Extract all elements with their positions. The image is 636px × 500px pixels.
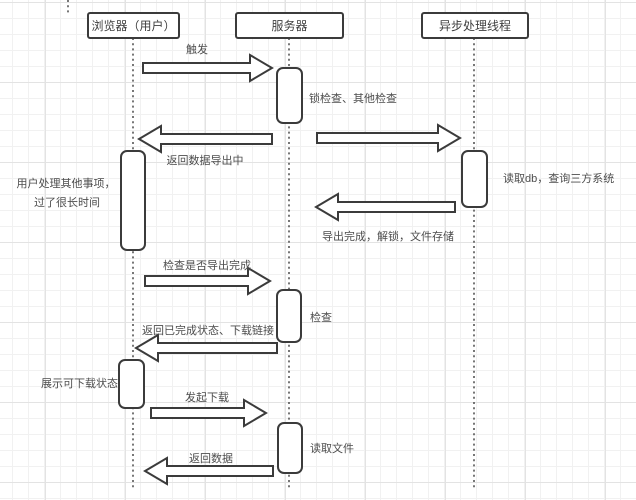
note-show-status: 展示可下载状态 <box>41 376 118 390</box>
actor-box-browser <box>87 12 180 39</box>
actor-box-server <box>235 12 344 39</box>
arrow-msg-return-exporting <box>137 124 273 154</box>
note-read-file: 读取文件 <box>310 441 354 455</box>
arrow-msg-download-request <box>150 398 268 428</box>
label-msg-check-request: 检查是否导出完成 <box>163 258 251 272</box>
arrow-msg-return-status <box>134 333 278 363</box>
activation-act-browser-1 <box>120 150 146 251</box>
arrow-msg-export-done <box>314 192 456 222</box>
activation-act-server-2 <box>276 289 302 343</box>
activation-act-server-3 <box>277 422 303 474</box>
label-msg-return-data: 返回数据 <box>189 451 233 465</box>
note-check: 检查 <box>310 310 332 324</box>
actor-box-async <box>421 12 529 39</box>
label-msg-return-exporting: 返回数据导出中 <box>167 153 244 167</box>
label-msg-download-request: 发起下载 <box>185 390 229 404</box>
arrow-msg-return-data <box>143 456 274 486</box>
activation-act-browser-2 <box>118 359 145 409</box>
activation-act-async-1 <box>461 150 488 208</box>
arrow-msg-dispatch-async <box>316 123 462 153</box>
label-msg-export-done: 导出完成，解锁，文件存储 <box>322 229 454 243</box>
label-msg-trigger: 触发 <box>186 42 208 56</box>
activation-act-server-1 <box>276 67 303 124</box>
label-msg-return-status: 返回已完成状态、下载链接 <box>142 323 274 337</box>
note-read-db: 读取db，查询三方系统 <box>503 171 614 185</box>
actor-label-async: 异步处理线程 <box>439 18 511 33</box>
actor-label-browser: 浏览器（用户） <box>91 18 175 33</box>
note-user-wait-2: 过了很长时间 <box>34 195 100 209</box>
note-lock-check: 锁检查、其他检查 <box>309 91 397 105</box>
arrow-msg-trigger <box>142 53 274 83</box>
actor-label-server: 服务器 <box>271 18 307 33</box>
arrow-msg-check-request <box>144 266 272 296</box>
note-user-wait-1: 用户处理其他事项， <box>17 176 116 190</box>
